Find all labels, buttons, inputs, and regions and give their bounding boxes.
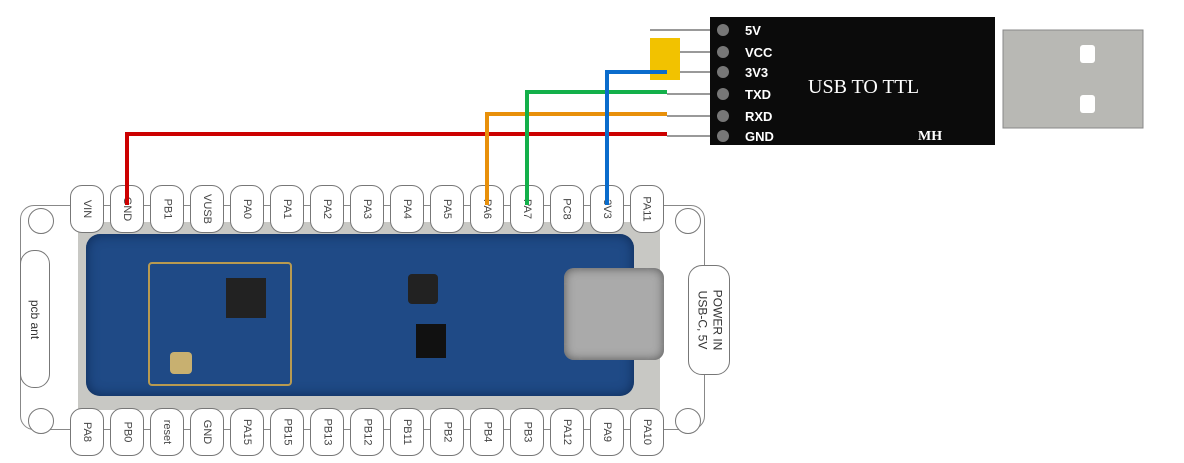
pin-pa5: PA5	[430, 185, 464, 233]
pin-pa15: PA15	[230, 408, 264, 456]
pin-pb12: PB12	[350, 408, 384, 456]
adapter-pin-hole	[717, 66, 729, 78]
pin-pb0: PB0	[110, 408, 144, 456]
pin-pb3: PB3	[510, 408, 544, 456]
pcb	[86, 234, 664, 396]
adapter-pin-label: 5V	[745, 23, 761, 38]
pin-pa10: PA10	[630, 408, 664, 456]
wire-txd-to-pa7	[525, 90, 667, 205]
adapter-pin-label: TXD	[745, 87, 771, 102]
inductor	[408, 274, 438, 304]
mounting-hole	[675, 208, 701, 234]
wire-gnd-to-gnd	[125, 132, 667, 205]
pin-pb2: PB2	[430, 408, 464, 456]
pin-vin: VIN	[70, 185, 104, 233]
pin-pa11: PA11	[630, 185, 664, 233]
mounting-hole	[28, 208, 54, 234]
mcu-chip	[226, 278, 266, 318]
usb-ttl-adapter	[710, 17, 995, 145]
pin-pa12: PA12	[550, 408, 584, 456]
pin-pa4: PA4	[390, 185, 424, 233]
antenna-connector	[170, 352, 192, 374]
pin-pb4: PB4	[470, 408, 504, 456]
pin-vusb: VUSB	[190, 185, 224, 233]
adapter-pin-label: RXD	[745, 109, 772, 124]
wire-3v3-to-3v3	[605, 70, 667, 205]
adapter-pin-label: VCC	[745, 45, 773, 60]
pin-pb15: PB15	[270, 408, 304, 456]
pin-pa2: PA2	[310, 185, 344, 233]
pin-pa3: PA3	[350, 185, 384, 233]
usb-a-plug	[1002, 29, 1144, 129]
pin-pb11: PB11	[390, 408, 424, 456]
pin-pa0: PA0	[230, 185, 264, 233]
pin-pb1: PB1	[150, 185, 184, 233]
adapter-pin-hole	[717, 24, 729, 36]
adapter-pin-label: 3V3	[745, 65, 768, 80]
pin-pb13: PB13	[310, 408, 344, 456]
adapter-pin-hole	[717, 88, 729, 100]
adapter-brand: MH	[918, 129, 942, 144]
adapter-title: USB TO TTL	[808, 76, 919, 98]
pin-pa8: PA8	[70, 408, 104, 456]
pcb-antenna-label: pcb ant	[20, 250, 50, 388]
header-pins	[416, 324, 446, 358]
pin-reset: reset	[150, 408, 184, 456]
rf-module	[148, 262, 292, 386]
mounting-hole	[675, 408, 701, 434]
usb-plug-hole	[1080, 95, 1095, 113]
pin-pa9: PA9	[590, 408, 624, 456]
usb-plug-hole	[1080, 45, 1095, 63]
adapter-pin-label: GND	[745, 129, 774, 144]
mounting-hole	[28, 408, 54, 434]
board-photo	[78, 222, 664, 410]
wire-rxd-to-pa6	[485, 112, 667, 205]
adapter-pin-hole	[717, 110, 729, 122]
adapter-pin-hole	[717, 130, 729, 142]
pin-gnd: GND	[190, 408, 224, 456]
pin-pa1: PA1	[270, 185, 304, 233]
pin-pc8: PC8	[550, 185, 584, 233]
usb-c-connector	[564, 268, 664, 360]
adapter-pin-hole	[717, 46, 729, 58]
pin-pa7: PA7	[510, 185, 544, 233]
